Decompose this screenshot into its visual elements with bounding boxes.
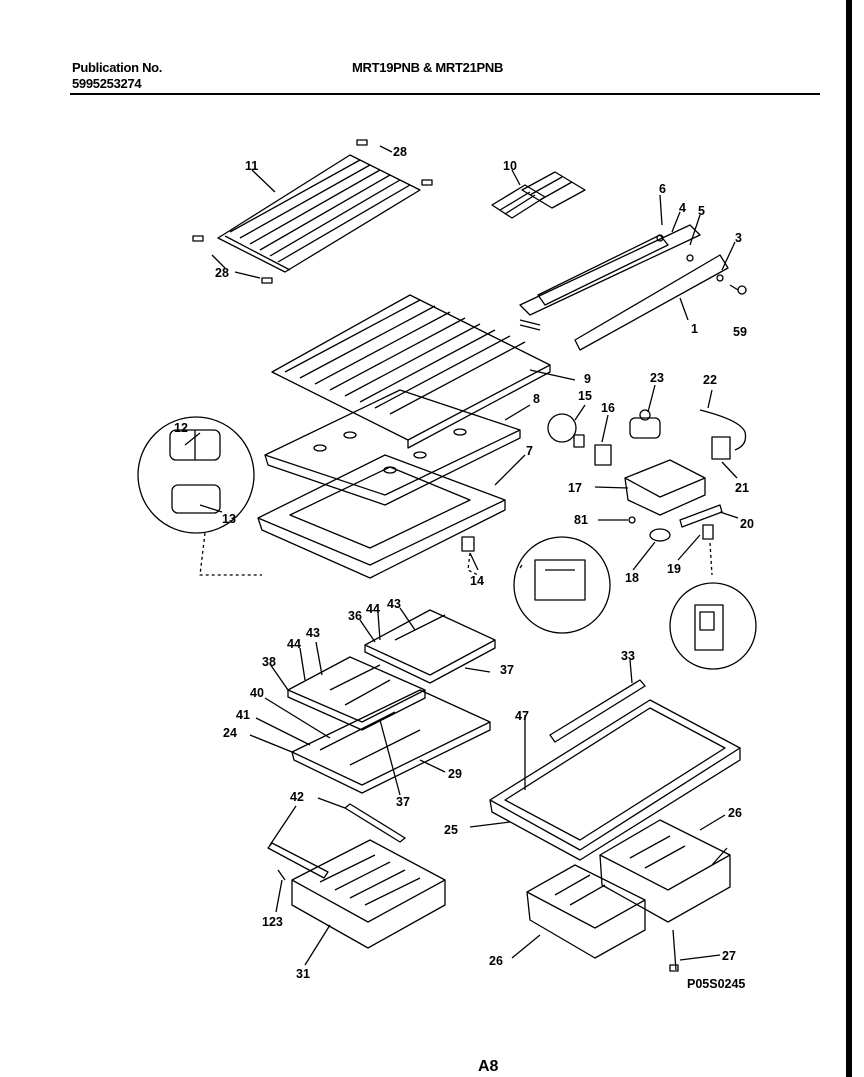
callout-11: 11 [245,159,258,173]
shelf-9 [271,294,551,449]
bracket-20 [679,504,723,528]
drawer-26-left [526,864,646,959]
callout-6: 6 [659,182,666,196]
callout-44-upper: 44 [366,602,380,616]
screw-81 [628,516,636,524]
model-numbers: MRT19PNB & MRT21PNB [352,60,504,75]
callout-12: 12 [174,421,188,435]
callout-33: 33 [621,649,635,663]
callout-28-bottom: 28 [215,266,229,280]
callout-36-upper: 36 [348,609,362,623]
callout-41: 41 [236,708,250,722]
ice-trays-10 [491,171,586,219]
screw-27 [669,929,679,972]
knob-18 [649,528,671,542]
callout-10: 10 [503,159,517,173]
glass-shelf-lower [291,689,491,794]
bulb-15 [547,413,585,448]
switch-23 [629,409,661,439]
bin-12 [169,429,221,461]
screw-4 [656,234,664,242]
strip-42-right [344,803,406,843]
callout-44-lower: 44 [287,637,301,651]
callout-38: 38 [262,655,276,669]
part-19 [702,524,714,540]
callout-20: 20 [740,517,754,531]
callout-4: 4 [679,201,686,215]
bin-13 [171,484,221,514]
callout-5: 5 [698,204,705,218]
callout-59: 59 [733,325,747,339]
callout-18: 18 [625,571,639,585]
callout-19: 19 [667,562,681,576]
inset-circle-14 [513,536,611,634]
clip-28-bottom [261,277,273,284]
callout-24: 24 [223,726,237,740]
callout-123: 123 [262,915,283,929]
callout-37-upper: 37 [500,663,514,677]
callout-43-lower: 43 [306,626,320,640]
clip-28-top [356,139,368,146]
socket-16 [594,444,612,466]
callout-29: 29 [448,767,462,781]
callout-42: 42 [290,790,304,804]
callout-47: 47 [515,709,529,723]
figure-code: P05S0245 [687,977,745,991]
callout-31: 31 [296,967,310,981]
callout-16: 16 [601,401,615,415]
callout-22: 22 [703,373,717,387]
glass-shelf-middle [287,656,426,731]
inset-circle-bins [137,416,255,534]
callout-40: 40 [250,686,264,700]
clip-28-left [192,235,204,242]
wire-22 [699,409,747,451]
publication-number: 5995253274 [72,76,142,91]
callout-14: 14 [470,574,484,588]
screw-5 [686,254,694,262]
header-rule [70,93,820,95]
callout-21: 21 [735,481,749,495]
strip-33 [549,679,646,743]
cover-8 [264,389,521,506]
housing-17 [624,459,706,516]
inset-circle-19 [669,582,757,670]
bracket-42-left [267,842,329,879]
screw-3 [716,274,724,282]
clip-28-right [421,179,433,186]
inset-19-detail [694,604,724,651]
publication-label: Publication No. [72,60,163,75]
callout-23: 23 [650,371,664,385]
callout-8: 8 [533,392,540,406]
callout-13: 13 [222,512,236,526]
callout-9: 9 [584,372,591,386]
callout-15: 15 [578,389,592,403]
callout-25: 25 [444,823,458,837]
pan-7 [257,454,506,579]
wire-shelf-11 [217,154,421,273]
drawer-31 [291,839,446,949]
callout-7: 7 [526,444,533,458]
callout-28-top: 28 [393,145,407,159]
callout-37-lower: 37 [396,795,410,809]
glass-shelf-upper [364,609,496,684]
callout-26-right: 26 [728,806,742,820]
callout-3: 3 [735,231,742,245]
crisper-cover-25 [489,699,741,861]
rail-assembly [519,224,729,351]
page-number: A8 [478,1058,499,1075]
callout-1: 1 [691,322,698,336]
callout-27: 27 [722,949,736,963]
inset-14-detail [534,559,586,601]
callout-43-upper: 43 [387,597,401,611]
drawer-26-right [599,819,731,923]
screw-123 [277,869,286,881]
callout-26-left: 26 [489,954,503,968]
callout-17: 17 [568,481,582,495]
callout-81: 81 [574,513,588,527]
part-14 [461,536,475,552]
connector-21 [711,436,731,460]
screw-59 [729,284,747,295]
